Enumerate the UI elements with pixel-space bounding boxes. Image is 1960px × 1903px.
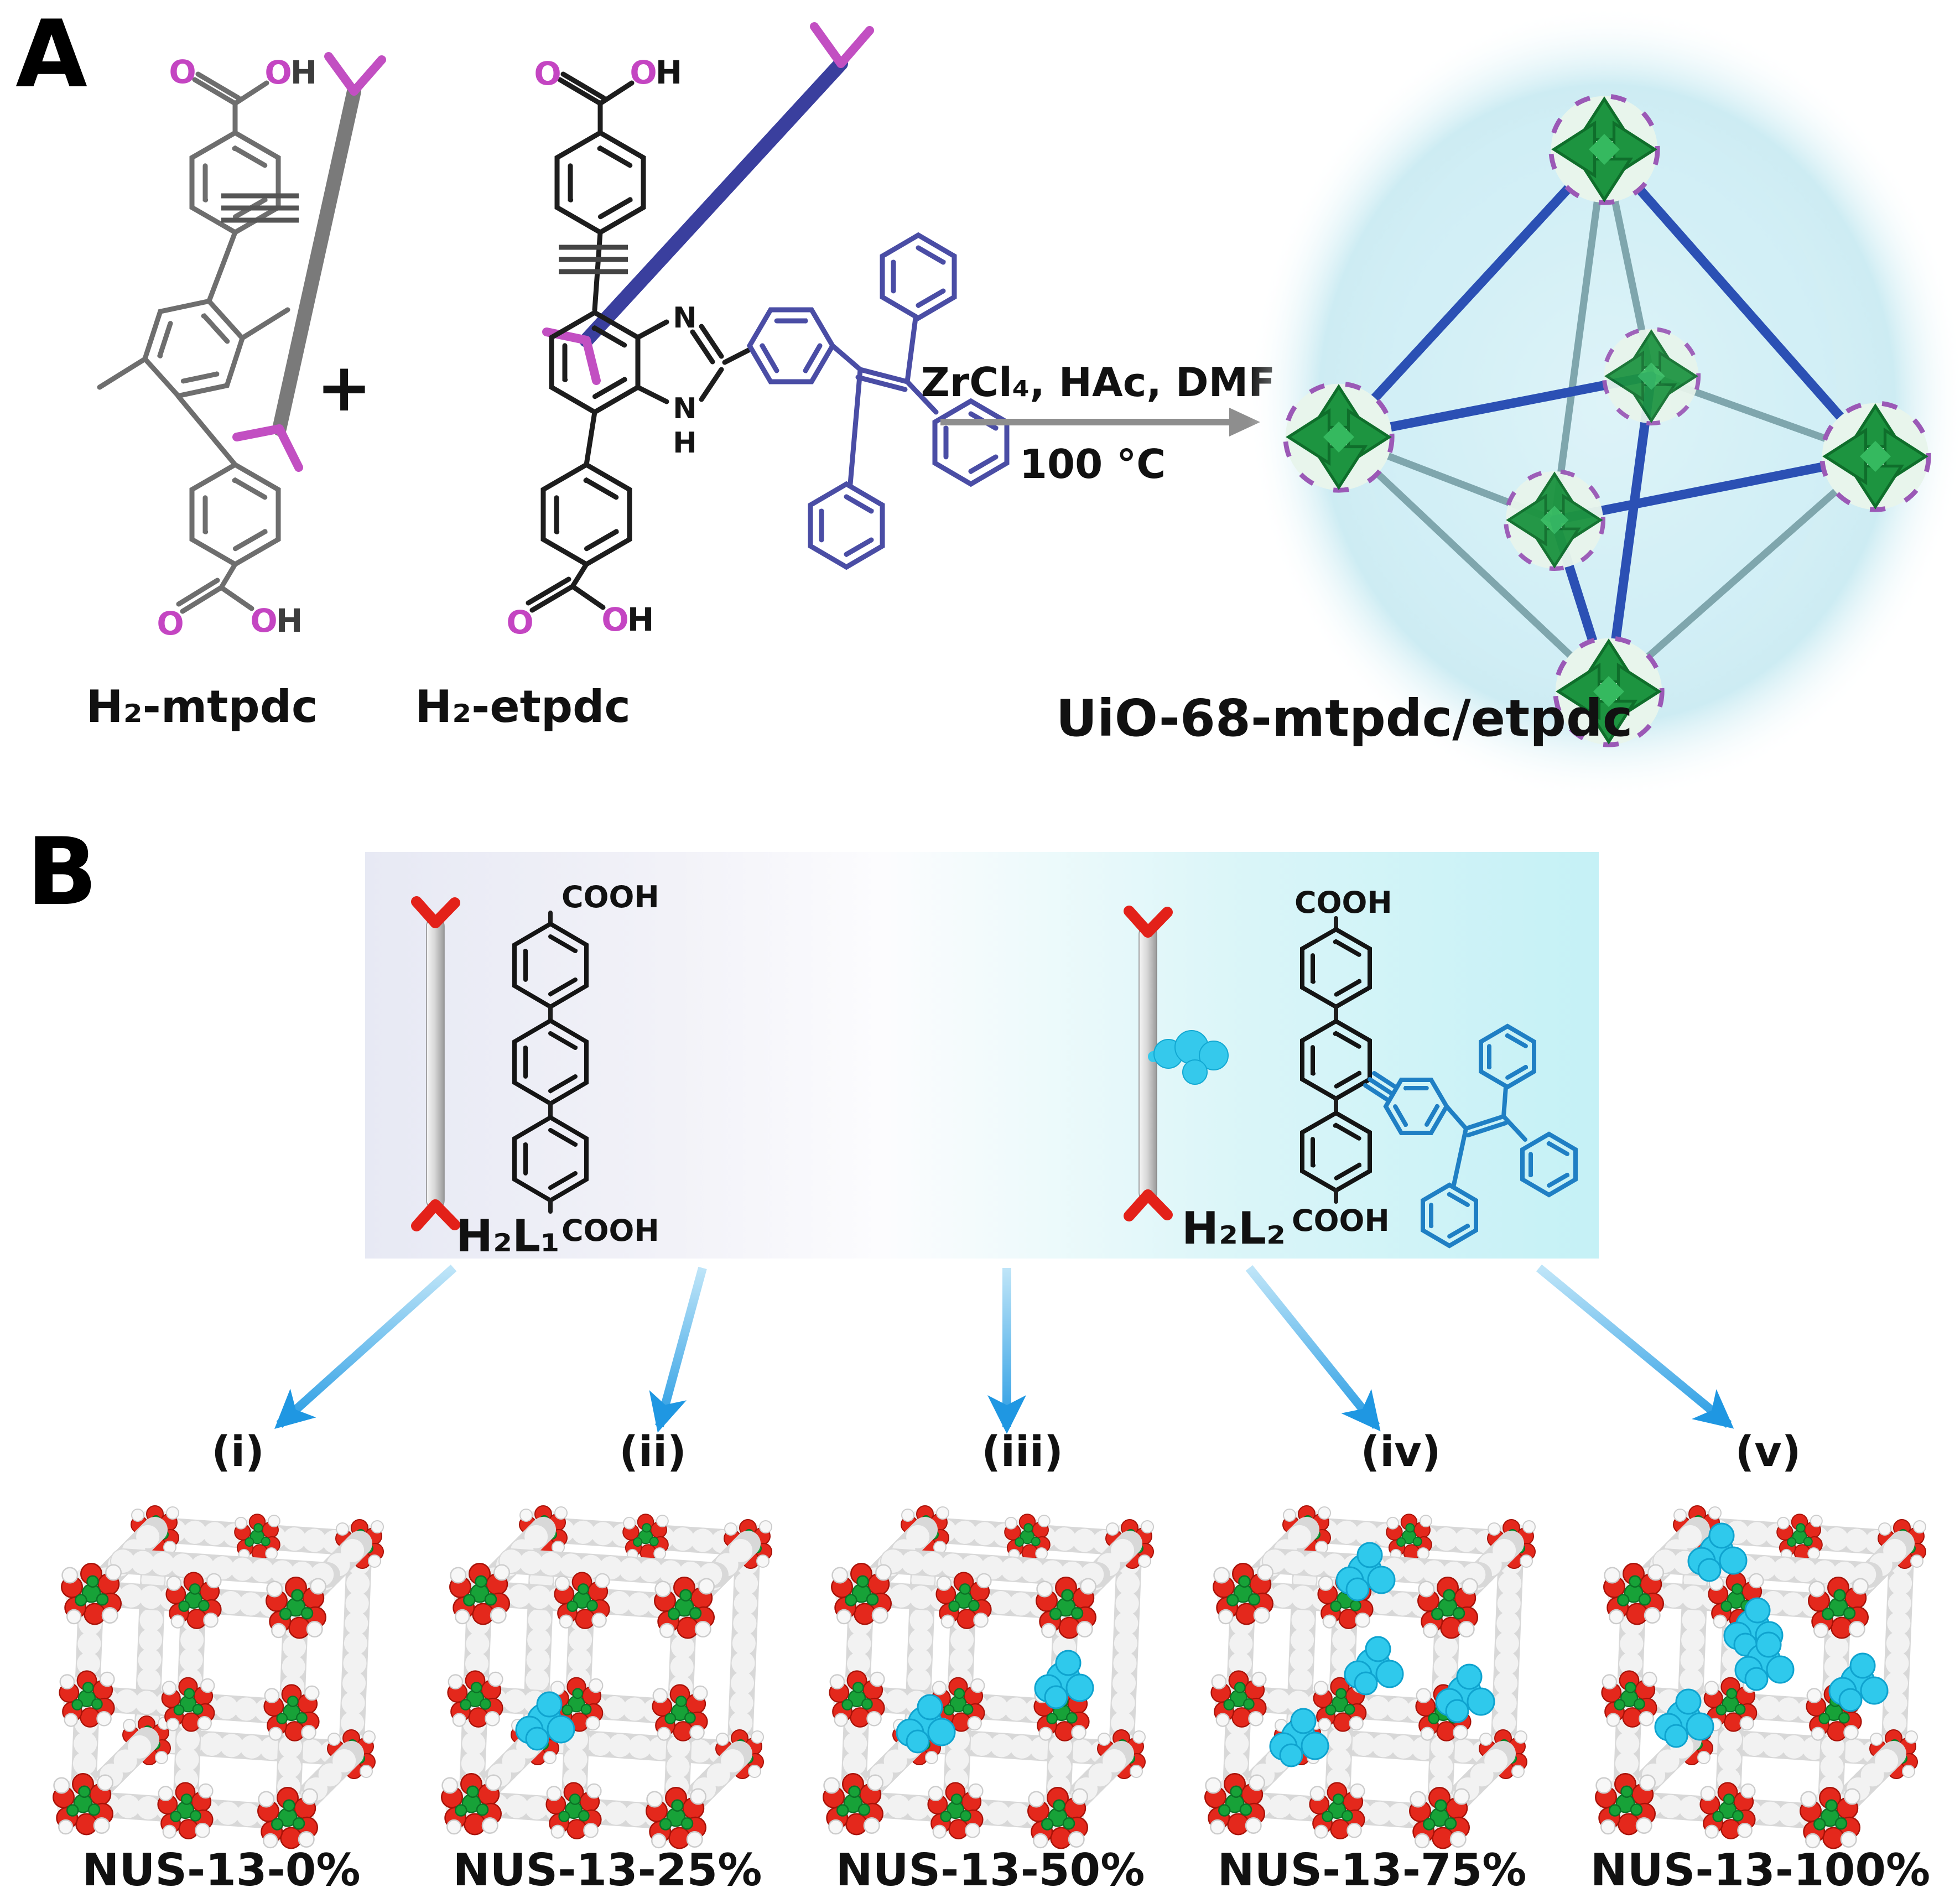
- ligand-1-cooh-top: COOH: [562, 880, 659, 914]
- mtpdc-oh-o-top-label: O: [264, 54, 292, 91]
- roman-label-ii: (ii): [619, 1427, 687, 1476]
- molecule-h2etpdc-structure: [526, 71, 752, 613]
- etpdc-oh-h-bottom-label: H: [627, 601, 654, 638]
- zr-node: [1286, 384, 1392, 491]
- arrow-to-ii: [649, 1266, 707, 1433]
- mtpdc-oh-h-top-label: H: [290, 54, 318, 91]
- zr-node: [1506, 471, 1603, 569]
- roman-label-iv: (iv): [1360, 1427, 1441, 1476]
- tpe-pendant: [1148, 1030, 1229, 1085]
- panel-b-label: B: [27, 818, 98, 926]
- variant-label-v: NUS-13-100%: [1590, 1844, 1930, 1896]
- zr-node: [1551, 96, 1658, 203]
- variant-label-ii: NUS-13-25%: [453, 1844, 762, 1896]
- arrow-to-v: [1536, 1264, 1734, 1429]
- zr-node: [1604, 329, 1699, 424]
- cage-i: [53, 1506, 383, 1848]
- variant-label-i: NUS-13-0%: [82, 1844, 360, 1896]
- ligand-2-tpe-group: [1363, 1026, 1576, 1246]
- molecule-1-name: H₂-mtpdc: [86, 681, 318, 732]
- reaction-arrow: [940, 408, 1260, 436]
- reaction-temperature: 100 °C: [1020, 441, 1166, 487]
- variant-label-iv: NUS-13-75%: [1218, 1844, 1527, 1896]
- rod-cap-red: [1124, 906, 1173, 1221]
- mtpdc-o-bottom-label: O: [157, 605, 184, 642]
- roman-label-iii: (iii): [981, 1427, 1063, 1476]
- etpdc-n1-label: N: [673, 301, 697, 335]
- ligand-1-cooh-bottom: COOH: [562, 1213, 659, 1248]
- etpdc-n3-label: N: [673, 392, 697, 425]
- etpdc-o-bottom-label: O: [506, 604, 533, 641]
- fanout-arrows: [274, 1264, 1734, 1434]
- mof-octahedron: [1247, 6, 1960, 802]
- mtpdc-o-top-label: O: [169, 53, 196, 91]
- tpe-guest: [1335, 1542, 1396, 1602]
- etpdc-o-top-label: O: [534, 55, 561, 92]
- roman-label-v: (v): [1735, 1427, 1801, 1476]
- equivalence-icon: [221, 193, 299, 223]
- zr-node: [1822, 403, 1929, 510]
- cage-iv: [1205, 1506, 1535, 1848]
- cage-iii: [823, 1506, 1153, 1848]
- mtpdc-oh-h-bottom-label: H: [276, 602, 303, 639]
- ligand-rod-2: [1124, 906, 1229, 1221]
- ligand-1-name: H₂L₁: [456, 1210, 560, 1262]
- ligand-rod-1: [411, 896, 460, 1231]
- ligand-1-structure: [514, 911, 586, 1214]
- arrow-to-i: [274, 1265, 457, 1429]
- cage-ii: [441, 1506, 772, 1848]
- arrow-to-iv: [1245, 1265, 1381, 1432]
- product-label: UiO-68-mtpdc/etpdc: [1056, 689, 1633, 748]
- etpdc-tpe-group: [750, 235, 1007, 567]
- cage-v: [1595, 1506, 1926, 1848]
- etpdc-oh-o-bottom-label: O: [601, 601, 628, 638]
- arrow-head-icon: [1229, 408, 1260, 436]
- linker-rod-gray: [232, 52, 386, 472]
- molecule-h2mtpdc-structure: [97, 71, 290, 614]
- panel-a: O O H O O H +: [86, 6, 1960, 802]
- roman-label-i: (i): [211, 1427, 264, 1476]
- tpe-guest: [1034, 1650, 1094, 1709]
- rod-fork-magenta: [542, 22, 874, 385]
- etpdc-nh-h-label: H: [673, 427, 697, 460]
- rod-cap-red: [411, 896, 460, 1231]
- ligand-2-name: H₂L₂: [1182, 1203, 1286, 1254]
- ligand-2-structure: [1302, 916, 1370, 1204]
- etpdc-oh-o-top-label: O: [630, 54, 657, 91]
- linker-rod-blue: [542, 22, 874, 385]
- rod-fork-magenta: [232, 52, 386, 472]
- panel-a-label: A: [15, 0, 88, 108]
- etpdc-oh-h-top-label: H: [656, 54, 683, 91]
- equivalence-icon: [559, 245, 628, 274]
- molecule-2-name: H₂-etpdc: [415, 681, 631, 732]
- ligand-2-cooh-top: COOH: [1294, 885, 1392, 920]
- panel-b: COOH COOH H₂L₁: [0, 852, 1960, 1896]
- variant-label-iii: NUS-13-50%: [836, 1844, 1145, 1896]
- mtpdc-oh-o-bottom-label: O: [250, 602, 277, 639]
- glow-core: [1361, 111, 1837, 686]
- plus-sign: +: [316, 350, 372, 427]
- reaction-reagents: ZrCl₄, HAc, DMF: [921, 359, 1276, 405]
- ligand-2-cooh-bottom: COOH: [1292, 1203, 1390, 1238]
